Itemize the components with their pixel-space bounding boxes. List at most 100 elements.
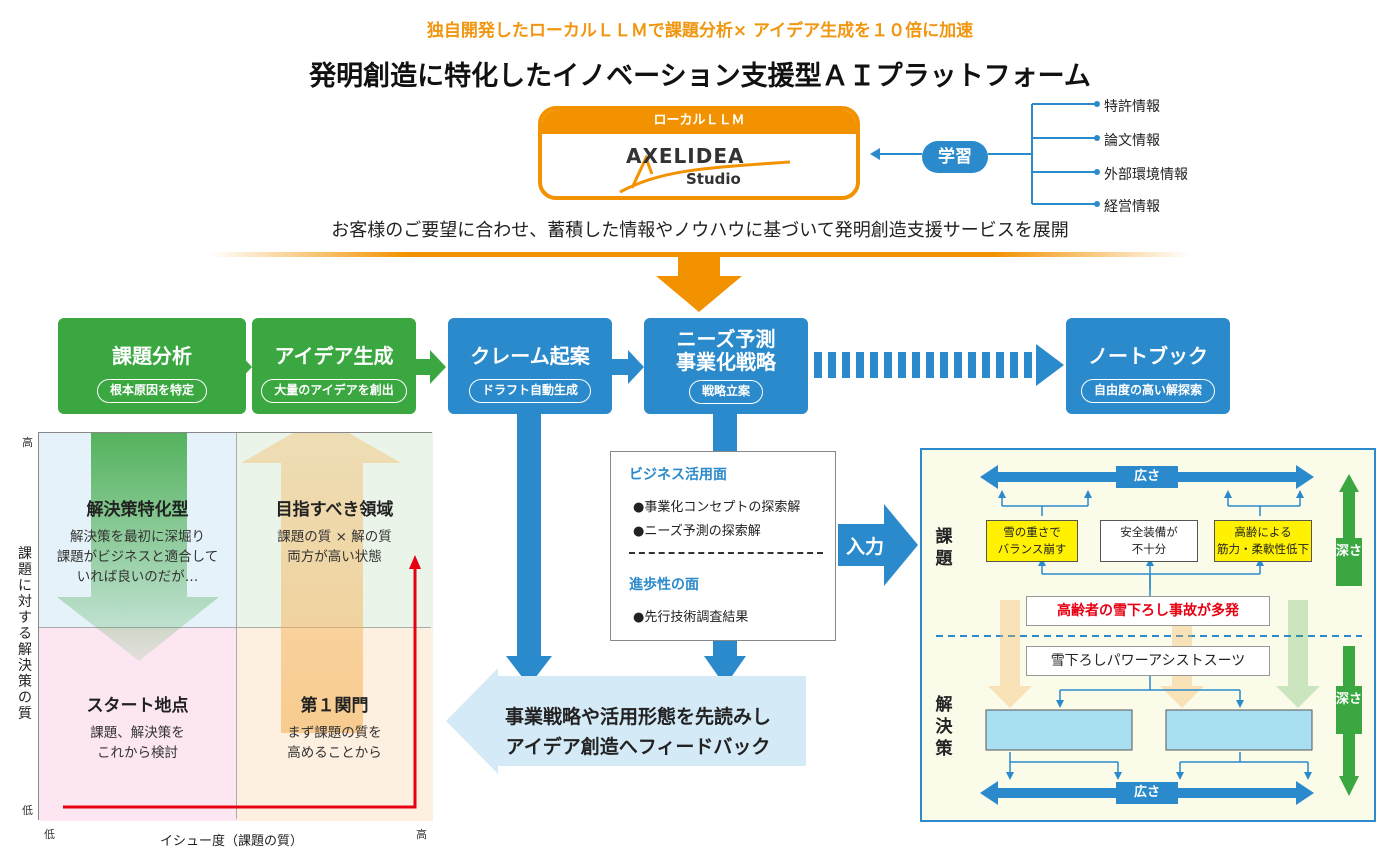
page-title: 発明創造に特化したイノベーション支援型ＡＩプラットフォーム [309, 61, 1091, 92]
step-claim-drafting: クレーム起案 ドラフト自動生成 [448, 318, 612, 414]
sub-issue-1: 雪の重さで バランス崩す [986, 520, 1078, 562]
y-axis-high: 高 [22, 436, 33, 449]
step-needs-forecast: ニーズ予測 事業化戦略 戦略立案 [644, 318, 808, 414]
quadrant-bottom-right-line1: まず課題の質を [287, 725, 382, 741]
right-arrow-icon [612, 350, 644, 384]
left-arrow-icon [870, 148, 880, 160]
claim-down-arrow-icon [506, 414, 552, 686]
local-llm-box: ローカルＬＬＭ AXELIDEA Studio [538, 106, 860, 200]
info-head-business: ビジネス活用面 [629, 467, 727, 483]
depth-label-top: 深さ [1336, 538, 1362, 586]
solution-box-2 [1165, 709, 1313, 751]
learning-item-management: 経営情報 [1104, 199, 1160, 215]
y-axis-low: 低 [22, 804, 33, 817]
faded-arrow-1 [988, 600, 1032, 708]
feedback-line1: 事業戦略や活用形態を先読みし [504, 706, 771, 728]
step-idea-generation-title: アイデア生成 [274, 344, 394, 368]
tree-arrowheads [998, 490, 1312, 780]
panel-graphics [936, 465, 1362, 805]
quadrant-top-right-line1: 課題の質 × 解の質 [277, 529, 392, 545]
step-claim-drafting-pill: ドラフト自動生成 [468, 379, 591, 403]
dashed-right-arrow-icon [814, 344, 1064, 386]
solution-label: 解決策 [935, 695, 953, 759]
quadrant-top-left-line2: 課題がビジネスと適合して [56, 549, 219, 565]
step-issue-analysis-pill: 根本原因を特定 [96, 379, 207, 403]
matrix-arrows [57, 433, 421, 809]
right-arrow-icon [222, 350, 252, 384]
quadrant-bottom-left-line1: 課題、解決策を [90, 725, 185, 741]
needs-down-arrow-icon [704, 640, 746, 686]
learning-item-external: 外部環境情報 [1104, 167, 1188, 183]
info-item-concept: ●事業化コンセプトの探索解 [633, 500, 801, 515]
solution-box-main: 雪下ろしパワーアシストスーツ [1026, 646, 1270, 676]
solution-box-1 [985, 709, 1133, 751]
quadrant-bottom-right-title: 第１関門 [300, 696, 369, 716]
header-subtitle: 独自開発したローカルＬＬＭで課題分析× アイデア生成を１０倍に加速 [426, 21, 974, 41]
info-divider [629, 552, 823, 554]
breadth-label-top: 広さ [1116, 466, 1178, 488]
step-notebook-pill: 自由度の高い解探索 [1080, 379, 1215, 403]
sub-issue-3-line2: 筋力・柔軟性低下 [1217, 542, 1309, 556]
green-down-arrow-icon [57, 433, 219, 661]
issue-quality-matrix: 解決策特化型 解決策を最初に深堀り 課題がビジネスと適合して いれば良いのだが…… [38, 432, 433, 821]
learning-item-paper: 論文情報 [1104, 133, 1160, 149]
sub-issue-1-line1: 雪の重さで [1003, 525, 1061, 539]
local-llm-label: ローカルＬＬＭ [542, 110, 856, 134]
quadrant-top-left-title: 解決策特化型 [86, 500, 189, 520]
info-head-inventive: 進歩性の面 [629, 577, 699, 593]
quadrant-top-right-line2: 両方が高い状態 [287, 549, 382, 565]
feedback-line2: アイデア創造へフィードバック [505, 736, 771, 758]
step-issue-analysis: 課題分析 根本原因を特定 [58, 318, 246, 414]
main-issue-box: 高齢者の雪下ろし事故が多発 [1026, 596, 1270, 626]
sub-issue-2-line2: 不十分 [1131, 542, 1167, 556]
step-needs-forecast-title-1: ニーズ予測 [676, 327, 776, 351]
quadrant-bottom-right-line2: 高めることから [287, 745, 382, 761]
learning-badge: 学習 [922, 141, 988, 173]
orange-up-arrow-icon [241, 433, 401, 733]
orange-divider [210, 252, 1190, 257]
quadrant-bottom-left-title: スタート地点 [86, 696, 189, 716]
service-description: お客様のご要望に合わせ、蓄積した情報やノウハウに基づいて発明創造支援サービスを展… [331, 220, 1069, 241]
sub-issue-2-line1: 安全装備が [1120, 525, 1178, 539]
matrix-divider-h [39, 627, 431, 628]
issue-solution-panel: 広さ 広さ 深さ 深さ 課題 解決策 雪の重さで バランス崩す 安全装備が 不十… [920, 448, 1376, 822]
x-axis-low: 低 [44, 828, 55, 841]
axelidea-logo-swoosh [619, 154, 791, 194]
needs-connector [713, 414, 737, 452]
feedback-left-arrow-icon [446, 668, 806, 774]
input-label: 入力 [846, 536, 885, 558]
logo-main-text: AXELIDEA [626, 144, 745, 168]
sub-issue-3: 高齢による 筋力・柔軟性低下 [1214, 520, 1312, 562]
sub-issue-1-line2: バランス崩す [997, 542, 1067, 556]
matrix-divider-v [236, 433, 237, 819]
issue-label: 課題 [935, 527, 953, 569]
info-item-prior-art: ●先行技術調査結果 [633, 610, 749, 625]
input-right-arrow-icon [838, 504, 918, 586]
red-up-arrow-icon [409, 555, 421, 569]
right-arrow-icon [414, 350, 446, 384]
step-claim-drafting-title: クレーム起案 [470, 344, 590, 368]
step-idea-generation-pill: 大量のアイデアを創出 [261, 379, 407, 403]
step-notebook: ノートブック 自由度の高い解探索 [1066, 318, 1230, 414]
faded-arrow-3 [1276, 600, 1320, 708]
y-axis-label: 課題に対する解決策の質 [18, 546, 32, 722]
feedback-text: 事業戦略や活用形態を先読みし アイデア創造へフィードバック [470, 702, 806, 762]
orange-down-arrow-icon [656, 256, 742, 312]
step-needs-forecast-pill: 戦略立案 [688, 380, 763, 404]
logo-sub-text: Studio [686, 170, 741, 188]
red-path-line [63, 563, 417, 809]
quadrant-top-left-line3: いれば良いのだが… [76, 569, 199, 585]
breadth-label-bottom: 広さ [1116, 782, 1178, 804]
x-axis-label: イシュー度（課題の質） [160, 834, 304, 849]
learning-item-patent: 特許情報 [1104, 99, 1160, 115]
step-issue-analysis-title: 課題分析 [112, 344, 192, 368]
depth-label-bottom: 深さ [1336, 686, 1362, 734]
info-item-needs: ●ニーズ予測の探索解 [633, 524, 761, 539]
quadrant-top-right-title: 目指すべき領域 [275, 500, 394, 520]
x-axis-high: 高 [416, 828, 427, 841]
sub-issue-3-line1: 高齢による [1234, 525, 1292, 539]
learning-tree-lines [870, 101, 1100, 207]
step-notebook-title: ノートブック [1088, 344, 1208, 368]
strategy-info-box: ビジネス活用面 ●事業化コンセプトの探索解 ●ニーズ予測の探索解 進歩性の面 ●… [610, 451, 836, 641]
quadrant-top-left-line1: 解決策を最初に深堀り [70, 529, 205, 545]
